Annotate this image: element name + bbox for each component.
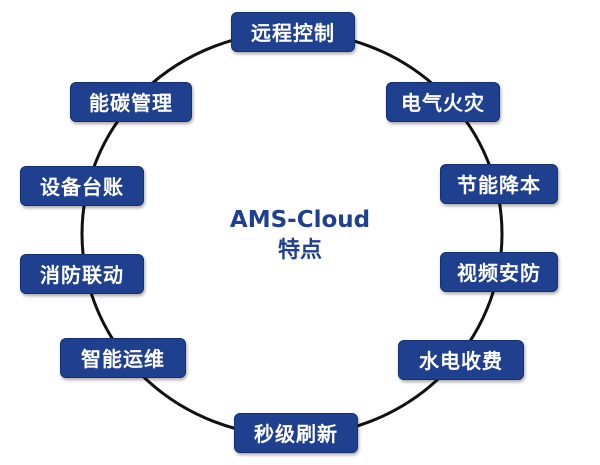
feature-box-energy-carbon: 能碳管理 — [70, 82, 192, 122]
feature-box-remote-control: 远程控制 — [231, 12, 355, 52]
feature-box-smart-om: 智能运维 — [60, 338, 186, 378]
feature-box-second-refresh: 秒级刷新 — [234, 413, 358, 453]
center-subtitle: 特点 — [277, 238, 322, 263]
feature-box-energy-saving: 节能降本 — [440, 164, 558, 204]
feature-box-electrical-fire: 电气火灾 — [386, 82, 500, 122]
feature-box-fire-linkage: 消防联动 — [20, 254, 144, 294]
center-title: AMS-Cloud — [229, 207, 371, 233]
feature-box-utility-billing: 水电收费 — [398, 340, 524, 380]
feature-box-equipment-ledger: 设备台账 — [20, 166, 144, 206]
feature-box-video-security: 视频安防 — [440, 252, 558, 292]
